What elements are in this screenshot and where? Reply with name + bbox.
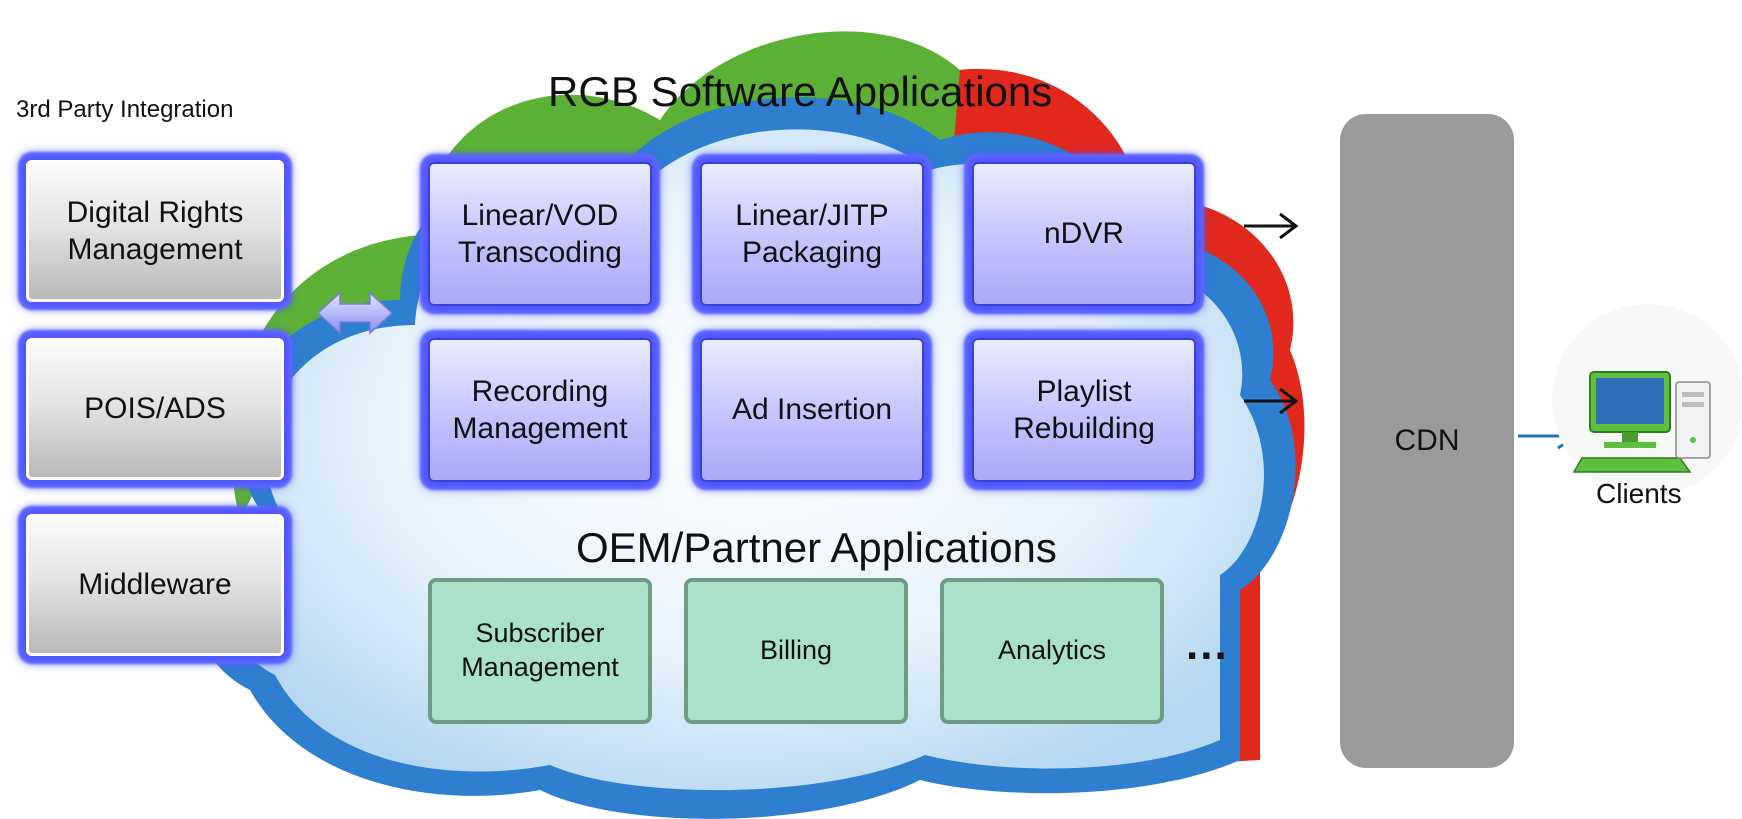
box-label-line: Recording — [471, 374, 609, 408]
box-label-line: Management — [452, 412, 628, 445]
arrow-to-cdn-bottom — [1244, 387, 1299, 415]
box-label-line: POIS/ADS — [84, 392, 226, 426]
box-label-line: Analytics — [997, 635, 1107, 666]
cdn-box: CDN — [1340, 114, 1514, 768]
box-label-line: Management — [67, 233, 243, 266]
box-label-line: nDVR — [1043, 217, 1125, 251]
third-party-heading: 3rd Party Integration — [16, 96, 234, 123]
box-label-line: Ad Insertion — [731, 393, 893, 427]
arrow-to-cdn-top — [1244, 212, 1299, 240]
cdn-label: CDN — [1394, 424, 1460, 458]
bidirectional-arrow-icon — [316, 291, 394, 335]
linear-jitp-packaging-box: Linear/JITP Packaging — [700, 162, 924, 306]
box-label-line: Linear/VOD — [461, 198, 619, 232]
box-label-line: Packaging — [741, 236, 883, 269]
more-applications-ellipsis: ... — [1186, 620, 1229, 669]
box-label-line: Digital Rights — [66, 195, 244, 229]
clients-label: Clients — [1596, 478, 1682, 509]
billing-box: Billing — [684, 578, 908, 724]
ad-insertion-box: Ad Insertion — [700, 338, 924, 482]
box-label-line: Rebuilding — [1013, 412, 1155, 445]
box-label-line: Management — [461, 652, 619, 682]
pois-ads-box: POIS/ADS — [26, 338, 284, 480]
ndvr-box: nDVR — [972, 162, 1196, 306]
box-label-line: Playlist — [1036, 374, 1132, 408]
linear-vod-transcoding-box: Linear/VOD Transcoding — [428, 162, 652, 306]
box-label-line: Middleware — [78, 568, 232, 602]
rgb-heading: RGB Software Applications — [548, 68, 1053, 115]
computer-icon — [1552, 304, 1742, 496]
middleware-box: Middleware — [26, 514, 284, 656]
box-label-line: Linear/JITP — [735, 198, 889, 232]
box-label-line: Billing — [759, 635, 833, 666]
oem-heading: OEM/Partner Applications — [576, 524, 1057, 571]
box-label-line: Subscriber — [475, 618, 605, 649]
analytics-box: Analytics — [940, 578, 1164, 724]
box-label-line: Transcoding — [458, 236, 622, 269]
